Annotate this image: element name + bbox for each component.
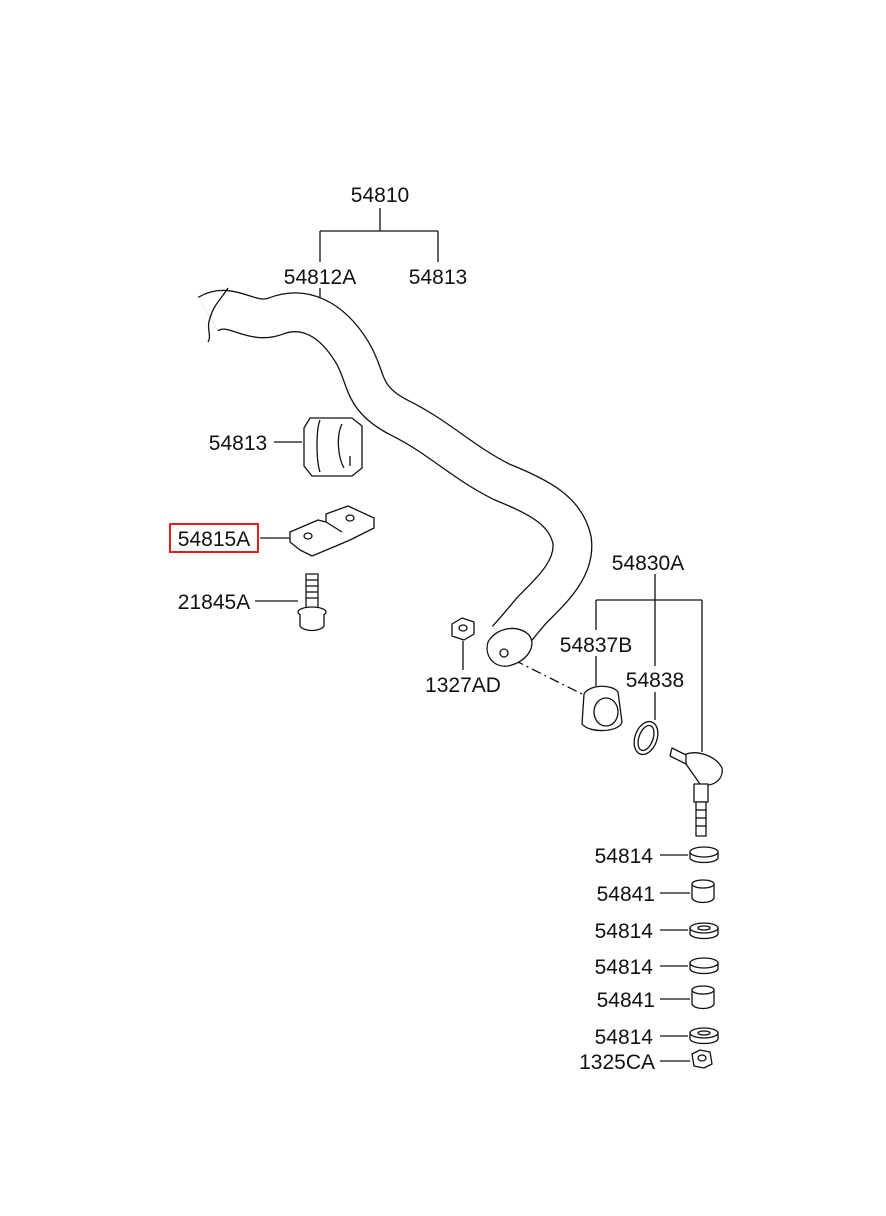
link-54830a <box>669 747 723 837</box>
label-54813-top[interactable]: 54813 <box>409 266 467 289</box>
ring-54838 <box>633 720 659 756</box>
label-54814-3[interactable]: 54814 <box>595 956 654 979</box>
label-54810[interactable]: 54810 <box>351 184 409 207</box>
highlight-box <box>169 523 259 553</box>
bracket-54815a <box>289 505 375 557</box>
label-54838[interactable]: 54838 <box>626 669 684 692</box>
washer-54814-4 <box>689 1027 719 1045</box>
washer-54814-3 <box>689 957 719 975</box>
nut-1327ad <box>451 617 475 641</box>
bush-54813 <box>303 417 363 477</box>
label-54813[interactable]: 54813 <box>209 432 267 455</box>
label-1325ca[interactable]: 1325CA <box>579 1051 655 1074</box>
washer-54814-1 <box>689 846 719 864</box>
label-54815a[interactable]: 54815A <box>178 528 250 551</box>
bush-54837b <box>581 685 623 732</box>
label-54814-1[interactable]: 54814 <box>595 845 654 868</box>
bolt-21845a <box>297 573 327 632</box>
part-labels: 54810 54812A 54813 54813 54815A 21845A 1… <box>178 184 684 1074</box>
label-21845a[interactable]: 21845A <box>178 591 250 614</box>
stabilizer-bar <box>197 287 593 667</box>
label-1327ad[interactable]: 1327AD <box>425 674 501 697</box>
label-54841-1[interactable]: 54841 <box>597 883 655 906</box>
leader-lines <box>255 208 703 1062</box>
nut-1325ca <box>691 1049 713 1069</box>
bush-54841-1 <box>691 879 715 904</box>
washer-54814-2 <box>689 922 719 940</box>
label-54837b[interactable]: 54837B <box>560 634 632 657</box>
label-54830a[interactable]: 54830A <box>612 552 684 575</box>
label-54812a[interactable]: 54812A <box>284 266 356 289</box>
label-54814-4[interactable]: 54814 <box>595 1026 654 1049</box>
label-54841-2[interactable]: 54841 <box>597 989 655 1012</box>
label-54814-2[interactable]: 54814 <box>595 920 654 943</box>
bush-54841-2 <box>691 985 715 1010</box>
